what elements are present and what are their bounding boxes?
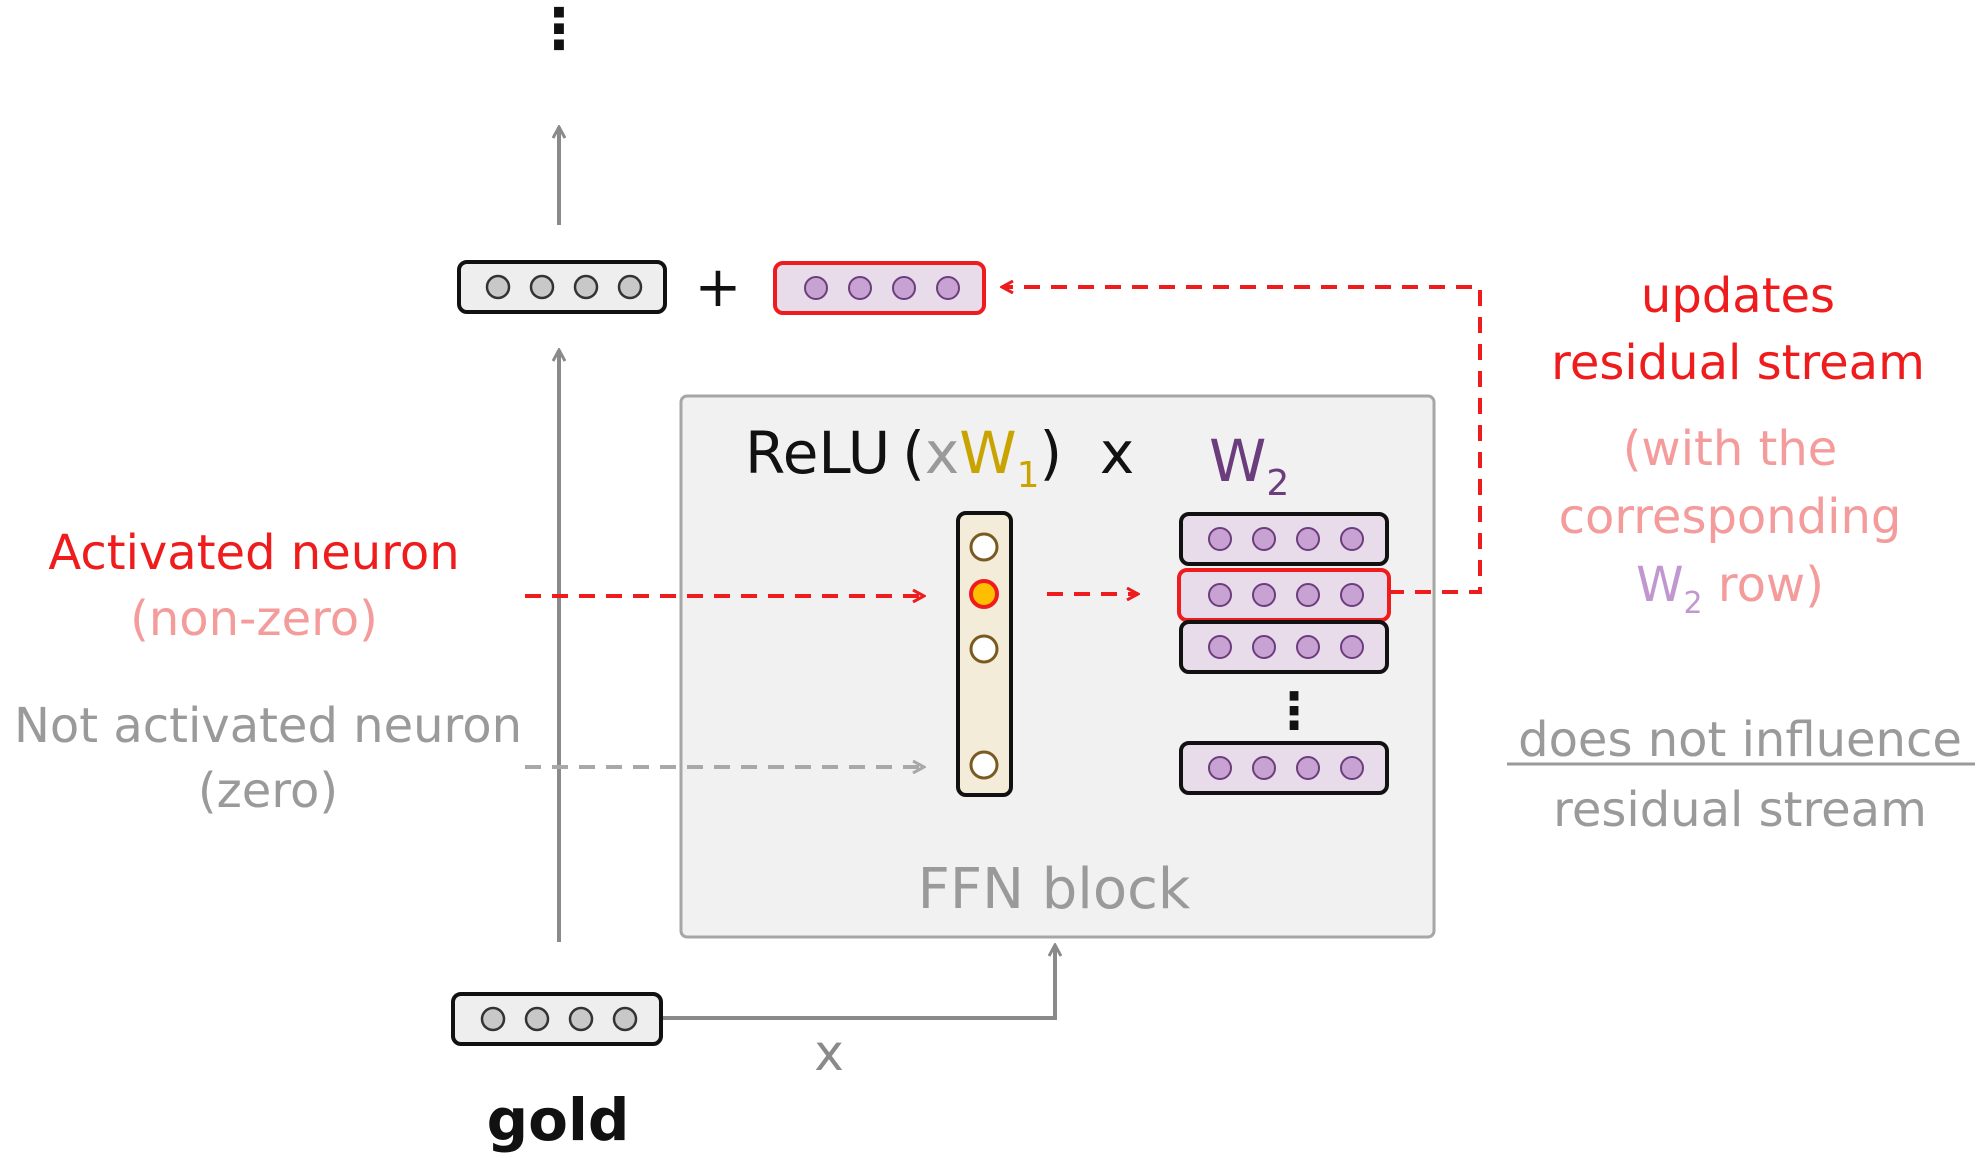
ffn-formula: ReLU(xW1) — [745, 419, 1062, 496]
input-to-ffn-arrow — [662, 945, 1055, 1020]
paren-open: ( — [902, 419, 925, 487]
w2-rows-ellipsis: ⋮ — [1269, 682, 1319, 740]
w2-label: W — [1209, 427, 1266, 495]
w2-row-suffix: row) — [1703, 557, 1824, 613]
not-activated-neuron-label: Not activated neuron — [14, 698, 522, 754]
updates-label-line2: residual stream — [1551, 335, 1925, 391]
not-activated-neuron-sublabel: (zero) — [198, 763, 338, 819]
activated-neuron-sublabel: (non-zero) — [130, 591, 378, 647]
relu-label: ReLU — [745, 419, 890, 487]
neuron-zero — [969, 634, 999, 664]
times-sign: x — [1100, 419, 1134, 487]
neuron-zero — [969, 750, 999, 780]
w2-row — [1179, 620, 1389, 674]
update-vector — [773, 261, 986, 315]
w2-row-w-label: W — [1636, 557, 1683, 613]
activation-vector — [956, 511, 1013, 797]
w2-row-subscript: 2 — [1684, 586, 1703, 621]
w2-row — [1179, 512, 1389, 566]
top-ellipsis: ⋮ — [531, 0, 587, 62]
neuron-active — [969, 579, 999, 609]
corresponding-label-line1: (with the — [1623, 421, 1838, 477]
ffn-block-label: FFN block — [918, 857, 1191, 922]
input-vector — [451, 992, 663, 1046]
w2-title: W2 — [1209, 427, 1289, 504]
w2-subscript: 2 — [1266, 463, 1289, 504]
token-label: gold — [487, 1086, 630, 1154]
corresponding-label-line2: corresponding — [1559, 489, 1902, 545]
formula-x: x — [925, 419, 959, 487]
does-not-influence-line2: residual stream — [1553, 782, 1927, 838]
w1-label: W — [959, 419, 1016, 487]
corresponding-label-line3: W2 row) — [1636, 557, 1824, 621]
input-x-label: x — [814, 1024, 844, 1082]
w1-subscript: 1 — [1017, 455, 1040, 496]
update-arrow — [1002, 287, 1482, 594]
w2-row — [1179, 741, 1389, 795]
updates-label-line1: updates — [1641, 268, 1835, 324]
plus-sign: + — [695, 255, 742, 320]
paren-close: ) — [1040, 419, 1063, 487]
does-not-influence-line1: does not influence — [1518, 712, 1962, 768]
residual-vector — [457, 260, 667, 314]
neuron-zero — [969, 532, 999, 562]
w2-row-selected — [1177, 568, 1391, 622]
activated-neuron-label: Activated neuron — [48, 525, 459, 581]
